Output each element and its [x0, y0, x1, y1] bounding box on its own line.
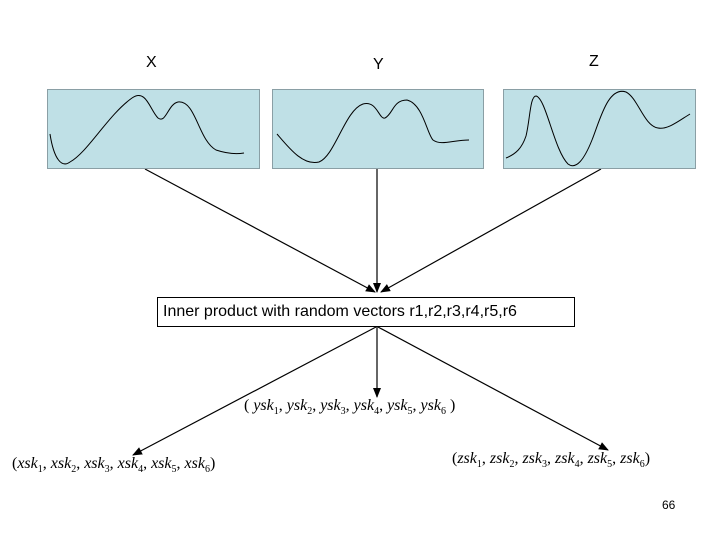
- inner-product-box: Inner product with random vectors r1,r2,…: [157, 297, 575, 327]
- label-x: X: [146, 54, 157, 71]
- label-y: Y: [373, 56, 384, 73]
- page-number: 66: [662, 498, 676, 512]
- signal-box-x: [47, 89, 260, 169]
- label-z: Z: [589, 53, 599, 70]
- signal-curve-y: [276, 99, 470, 164]
- sketch-ysk-term-3: ysk3: [320, 397, 346, 418]
- sketch-ysk-term-6: ysk6: [420, 397, 446, 418]
- sketch-xsk-term-6: xsk6: [184, 455, 210, 476]
- arrow-inner-to-xsk: [132, 326, 377, 456]
- arrow-inner-to-zsk: [377, 326, 609, 451]
- sketch-xsk-term-3: xsk3: [84, 455, 110, 476]
- sketch-ysk-term-2: ysk2: [286, 397, 313, 418]
- sketch-xsk-term-4: xsk4: [117, 455, 144, 476]
- arrow-x-to-inner: [144, 168, 376, 293]
- sketch-zsk-term-6: zsk6: [620, 450, 645, 471]
- sketch-zsk-term-3: zsk3: [522, 450, 548, 471]
- sketch-xsk-term-2: xsk2: [50, 455, 77, 476]
- sketch-zsk-term-4: zsk4: [555, 450, 580, 471]
- sketch-xsk-term-1: xsk1: [17, 455, 43, 476]
- signal-box-z: [503, 89, 696, 169]
- arrow-z-to-inner: [380, 168, 602, 293]
- sketch-zsk: (zsk1, zsk2, zsk3, zsk4, zsk5, zsk6): [452, 450, 651, 471]
- sketch-zsk-term-1: zsk1: [457, 450, 482, 471]
- inner-product-label: Inner product with random vectors r1,r2,…: [163, 303, 517, 320]
- signal-curve-x: [49, 95, 245, 165]
- sketch-ysk-term-5: ysk5: [387, 397, 413, 418]
- sketch-xsk-term-5: xsk5: [151, 455, 177, 476]
- sketch-zsk-term-5: zsk5: [587, 450, 613, 471]
- sketch-zsk-term-2: zsk2: [489, 450, 515, 471]
- signal-curve-z: [505, 90, 691, 167]
- sketch-ysk-term-4: ysk4: [353, 397, 380, 418]
- sketch-ysk-term-1: ysk1: [253, 397, 279, 418]
- sketch-xsk: (xsk1, xsk2, xsk3, xsk4, xsk5, xsk6): [12, 455, 216, 476]
- signal-box-y: [272, 89, 484, 169]
- sketch-ysk: ( ysk1, ysk2, ysk3, ysk4, ysk5, ysk6 ): [244, 397, 456, 418]
